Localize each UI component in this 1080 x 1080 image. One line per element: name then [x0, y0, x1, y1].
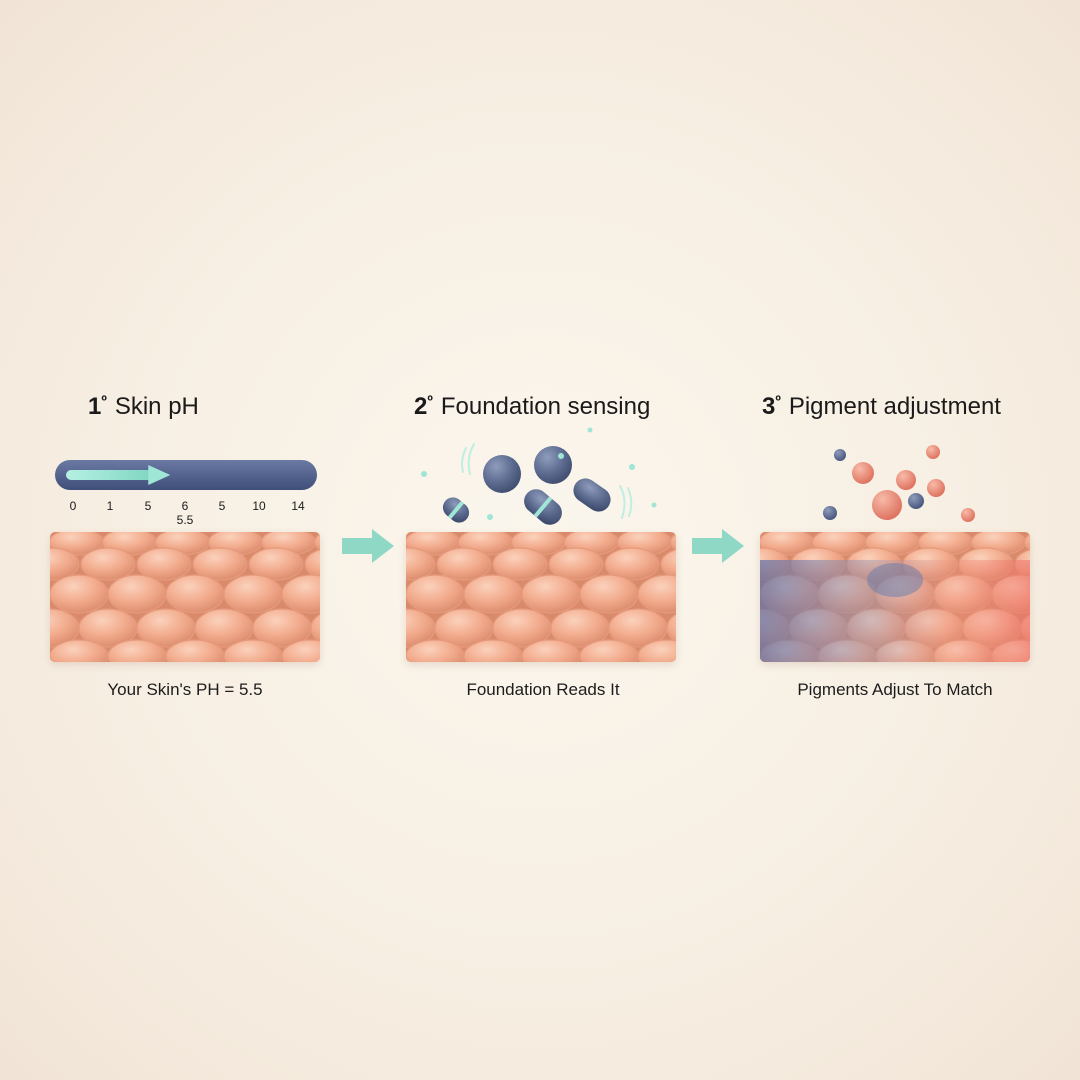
ph-tick: 5	[219, 499, 226, 513]
skin-cell	[666, 613, 676, 643]
skin-cell-icon	[50, 532, 320, 662]
foundation-molecules	[421, 427, 657, 558]
ph-marker-label: 5.5	[177, 513, 194, 527]
ph-level-fill	[66, 470, 153, 480]
step-1-title: 1º Skin pH	[88, 386, 199, 423]
pigment-dot-icon	[908, 493, 924, 509]
skin-tissue-step-2	[406, 532, 676, 662]
molecule-icon	[573, 478, 611, 512]
skin-cell	[50, 547, 80, 581]
skin-cell-icon	[760, 532, 1030, 662]
pigment-dot-icon	[896, 470, 916, 490]
ph-tick: 5	[145, 499, 152, 513]
pigment-dot-icon	[961, 508, 975, 522]
molecule-icon	[524, 489, 562, 525]
skin-cell	[107, 574, 167, 614]
pigment-particles	[823, 445, 975, 522]
step-1-number: 1	[88, 393, 102, 420]
skin-cell	[281, 639, 320, 662]
skin-cell	[436, 547, 492, 581]
ph-tick: 6	[182, 499, 189, 513]
ph-scale: 0 1 5 6 5 10 14 5.5	[55, 460, 317, 527]
skin-cell	[604, 547, 660, 581]
skin-tissue-step-3	[760, 532, 1030, 662]
ph-tick: 14	[291, 499, 305, 513]
ph-tick: 10	[252, 499, 266, 513]
ph-level-arrowhead-icon	[148, 465, 171, 485]
pigment-dot-icon	[927, 479, 945, 497]
skin-cell	[50, 574, 109, 614]
sensing-waves-icon	[461, 443, 633, 519]
flow-arrow-icon	[342, 529, 394, 563]
step-1-caption: Your Skin's PH = 5.5	[107, 680, 263, 699]
skin-cell	[660, 549, 676, 579]
ph-tick: 0	[70, 499, 77, 513]
pigment-tint-patch	[867, 563, 923, 597]
skin-cell	[136, 547, 192, 581]
step-2-ordinal: º	[427, 393, 433, 410]
pigment-dot-icon	[872, 490, 902, 520]
step-2-title-text: Foundation sensing	[440, 393, 651, 420]
step-2-number: 2	[414, 393, 428, 420]
skin-cell	[406, 574, 465, 614]
step-3-title-text: Pigment adjustment	[788, 393, 1001, 420]
skin-cell	[548, 547, 604, 581]
skin-cell	[1023, 533, 1030, 551]
flow-arrow-icon	[692, 529, 744, 563]
molecule-icon	[442, 497, 470, 523]
pigment-dot-icon	[852, 462, 874, 484]
pigment-dot-icon	[926, 445, 940, 459]
skin-cell	[637, 574, 676, 614]
skin-cell	[669, 533, 676, 551]
skin-cell	[579, 574, 639, 614]
step-3-title: 3º Pigment adjustment	[762, 386, 1001, 423]
skin-cell	[310, 613, 320, 643]
ph-bar-track	[55, 460, 317, 490]
step-2-caption: Foundation Reads It	[466, 680, 620, 699]
pigment-dot-icon	[834, 449, 846, 461]
skin-cell	[492, 547, 548, 581]
skin-cell	[463, 574, 523, 614]
skin-cell	[248, 547, 304, 581]
skin-cell	[521, 574, 581, 614]
skin-cell-icon	[406, 532, 676, 662]
step-3-caption: Pigments Adjust To Match	[797, 680, 993, 699]
skin-cell	[637, 639, 676, 662]
skin-cell	[281, 574, 320, 614]
skin-cell	[223, 574, 283, 614]
skin-cell	[80, 547, 136, 581]
skin-cell	[313, 533, 320, 551]
skin-cell	[165, 574, 225, 614]
skin-tissue-step-1	[50, 532, 320, 662]
molecule-icon	[534, 446, 572, 484]
molecule-icon	[483, 455, 521, 493]
pigment-dot-icon	[823, 506, 837, 520]
skin-cell	[192, 547, 248, 581]
skin-cell	[304, 549, 320, 579]
ph-tick: 1	[107, 499, 114, 513]
step-3-ordinal: º	[775, 393, 781, 410]
skin-cell	[406, 547, 436, 581]
step-3-number: 3	[762, 393, 776, 420]
molecule-highlight-icon	[558, 453, 564, 459]
step-2-title: 2º Foundation sensing	[414, 386, 650, 423]
step-1-ordinal: º	[101, 393, 107, 410]
step-1-title-text: Skin pH	[114, 393, 199, 420]
